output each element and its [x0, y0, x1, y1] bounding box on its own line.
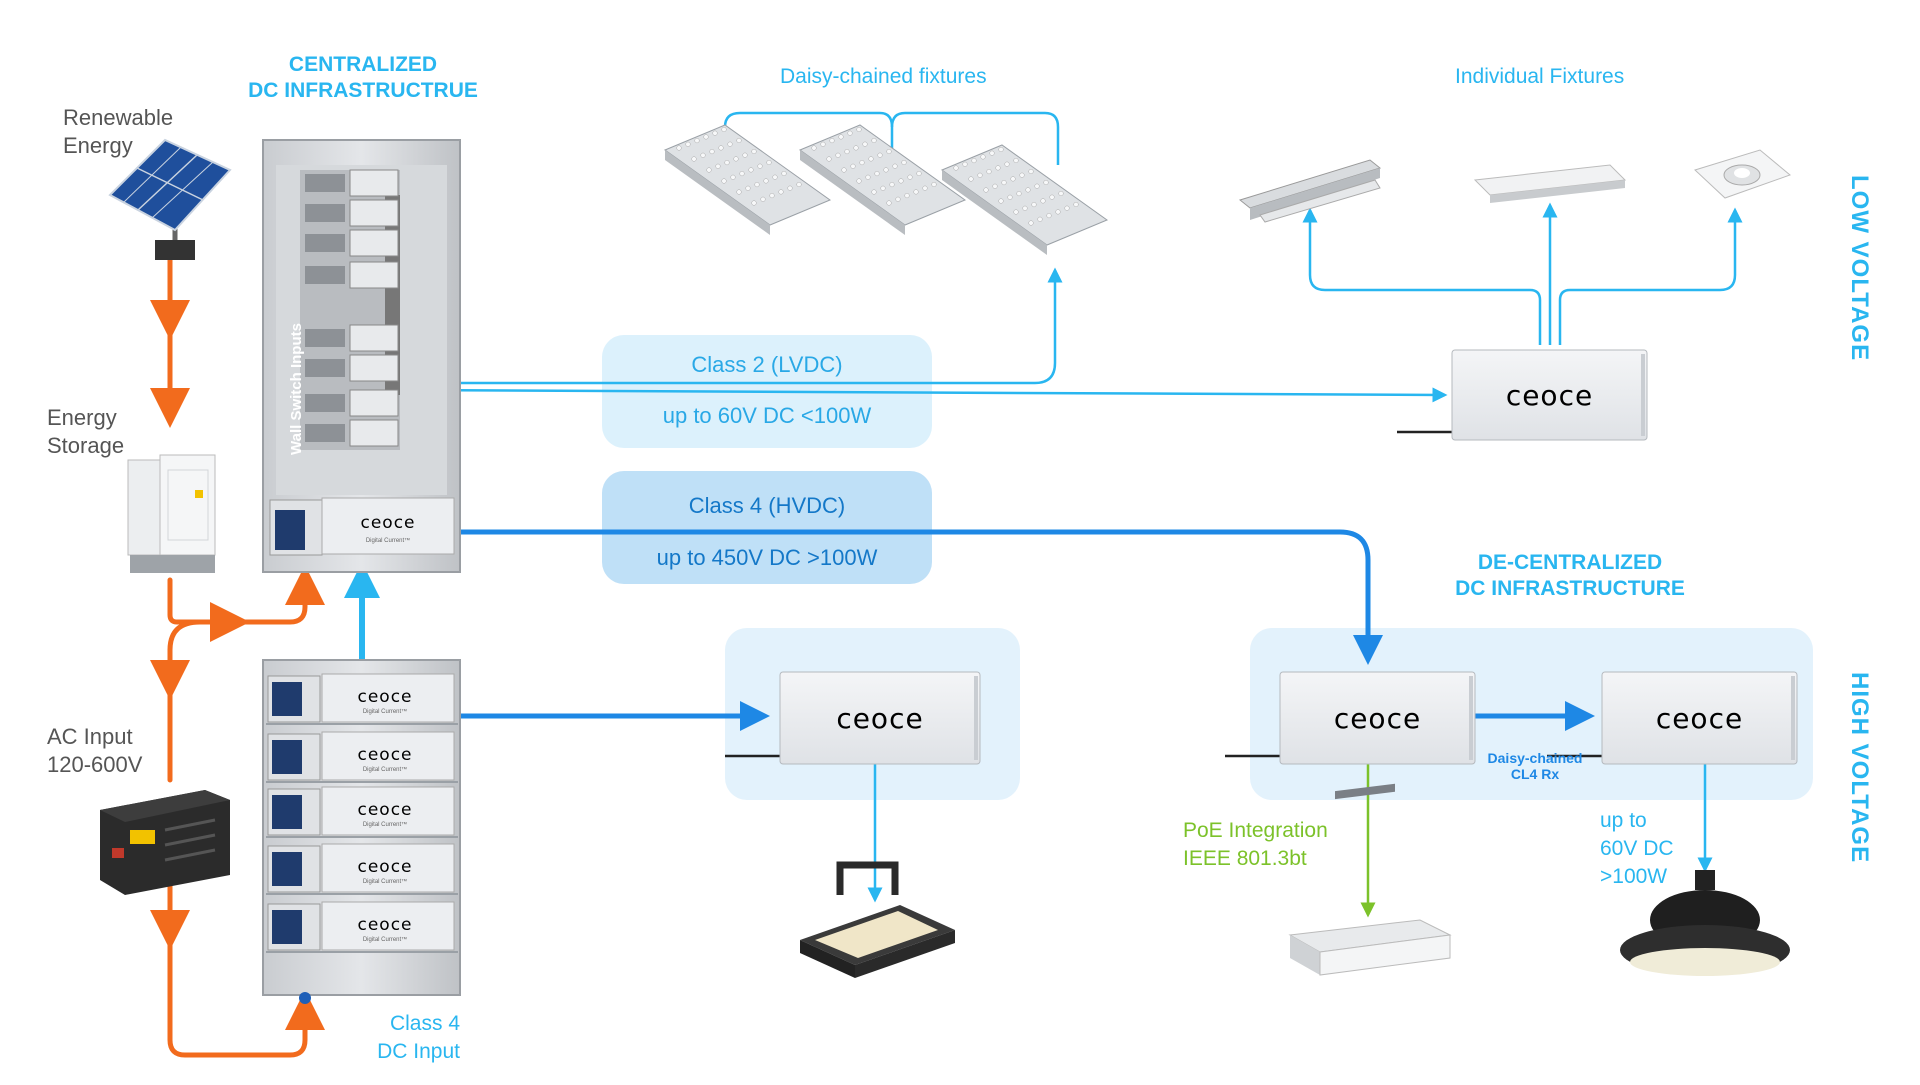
class4-title: Class 4 (HVDC) [688, 493, 846, 518]
poe-switch-image [1288, 783, 1452, 976]
cabinet-logo: ceoce [360, 513, 415, 533]
rack-module-tagline: Digital Current™ [363, 766, 407, 773]
high-voltage-label: HIGH VOLTAGE [1846, 672, 1873, 864]
cabinet-module [305, 324, 399, 352]
linear-fixture-image [1238, 159, 1382, 223]
single-cence-device: ceoce [725, 671, 981, 765]
cabinet-module [305, 169, 399, 197]
troffer-fixture [663, 124, 832, 235]
class2-title: Class 2 (LVDC) [691, 352, 843, 377]
rack-module-tagline: Digital Current™ [363, 878, 407, 885]
wall-switch-inputs-label: Wall Switch Inputs [288, 323, 305, 455]
cence-logo: ceoce [1506, 379, 1593, 412]
cabinet-module [305, 419, 399, 447]
rack-module-logo: ceoce [357, 687, 412, 707]
floodlight-fixture-image [800, 861, 955, 978]
daisy-chained-fixtures-images [663, 124, 1109, 255]
class4-dc-input-label: Class 4 DC Input [375, 1010, 460, 1066]
troffer-fixture [940, 144, 1109, 255]
ac-input-line2: 120-600V [47, 752, 143, 777]
poe-integration-label: PoE Integration IEEE 801.3bt [1183, 817, 1328, 873]
rack-module-tagline: Digital Current™ [363, 708, 407, 715]
cence-logo: ceoce [1656, 702, 1743, 735]
panel-fixture-image [1473, 164, 1627, 203]
cabinet-module [305, 389, 399, 417]
individual-fixtures-label: Individual Fixtures [1455, 65, 1625, 88]
daisy-cl4-line2: CL4 Rx [1510, 766, 1560, 782]
cabinet-module [305, 261, 399, 289]
class4-lines [445, 529, 1595, 731]
centralized-title: CENTRALIZED DC INFRASTRUCTRUE [238, 52, 488, 104]
rack-module-logo: ceoce [357, 915, 412, 935]
cabinet-modules [305, 169, 399, 447]
decentralized-cence-device-2: ceoce [1547, 671, 1798, 765]
daisy-chained-cl4-label: Daisy-chained CL4 Rx [1480, 750, 1590, 782]
energy-storage-label: Energy Storage [47, 404, 124, 460]
rack-module-tagline: Digital Current™ [363, 936, 407, 943]
low-voltage-label: LOW VOLTAGE [1846, 175, 1873, 362]
renewable-line2: Energy [63, 133, 133, 158]
storage-line2: Storage [47, 433, 125, 458]
cabinet-module [305, 199, 399, 227]
ac-input-line1: AC Input [47, 724, 133, 749]
daisy-cl4-line1: Daisy-chained [1487, 750, 1583, 766]
class2-spec: up to 60V DC <100W [662, 403, 872, 428]
poe-line2: IEEE 801.3bt [1183, 847, 1307, 870]
decentralized-title: DE-CENTRALIZED DC INFRASTRUCTURE [1440, 550, 1700, 602]
class4-input-line1: Class 4 [389, 1012, 460, 1035]
cabinet-module [305, 229, 399, 257]
energy-storage-image [127, 454, 216, 573]
troffer-fixture [798, 124, 967, 235]
solar-panel-image [108, 138, 232, 260]
upto-line2: 60V DC [1600, 837, 1674, 860]
cence-logo: ceoce [836, 702, 923, 735]
cabinet-tagline: Digital Current™ [366, 537, 410, 544]
class4-spec: up to 450V DC >100W [656, 545, 878, 570]
upto-line3: >100W [1600, 865, 1668, 888]
high-bay-fixture-image [1620, 870, 1790, 976]
class2-lines [344, 111, 1743, 903]
class4-pill [602, 471, 932, 584]
upto-line1: up to [1600, 809, 1647, 832]
poe-line1: PoE Integration [1183, 819, 1328, 842]
rack-module-tagline: Digital Current™ [363, 821, 407, 828]
cence-devices: ceoce ceoce ceoce ceoce [725, 349, 1798, 765]
storage-line1: Energy [47, 405, 117, 430]
decentralized-title-line1: DE-CENTRALIZED [1477, 551, 1663, 574]
downlight-fixture-image [1694, 149, 1791, 199]
centralized-title-line1: CENTRALIZED [288, 53, 438, 76]
daisy-chained-fixtures-label: Daisy-chained fixtures [780, 65, 987, 88]
renewable-line1: Renewable [63, 105, 174, 130]
cabinet-module [305, 354, 399, 382]
ac-generator-image [100, 790, 230, 895]
centralized-title-line2: DC INFRASTRUCTRUE [248, 79, 478, 102]
cence-logo: ceoce [1334, 702, 1421, 735]
class4-input-line2: DC Input [377, 1040, 460, 1063]
low-voltage-cence-device: ceoce [1397, 349, 1648, 441]
rack-module-logo: ceoce [357, 800, 412, 820]
upto-60v-label: up to 60V DC >100W [1600, 807, 1674, 891]
ac-input-label: AC Input 120-600V [47, 723, 142, 779]
decentralized-title-line2: DC INFRASTRUCTURE [1455, 577, 1685, 600]
renewable-energy-label: Renewable Energy [63, 104, 173, 160]
rack-module-logo: ceoce [357, 745, 412, 765]
decentralized-cence-device-1: ceoce [1225, 671, 1476, 765]
rack-module-logo: ceoce [357, 857, 412, 877]
